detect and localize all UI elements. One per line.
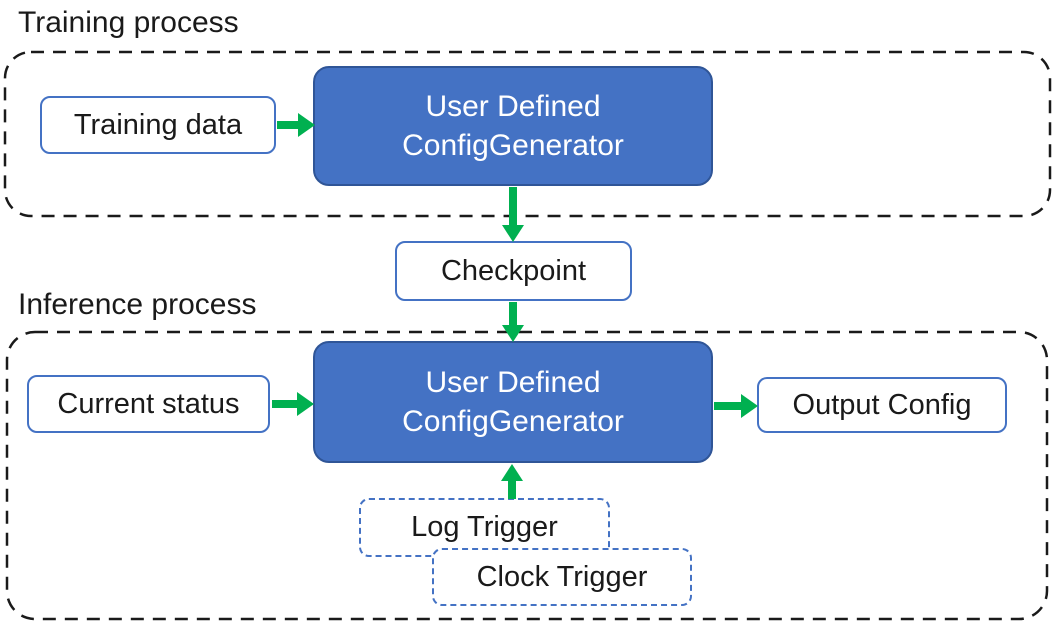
current-status-box: Current status [27, 375, 270, 433]
arrow-generator-to-output-icon [714, 394, 758, 418]
log-trigger-label: Log Trigger [411, 511, 558, 543]
training-data-box: Training data [40, 96, 276, 154]
current-status-label: Current status [57, 387, 240, 420]
arrow-triggers-to-generator-icon [501, 464, 523, 499]
training-process-label: Training process [18, 6, 239, 39]
clock-trigger-label: Clock Trigger [476, 560, 648, 593]
training-configgenerator-line1: User Defined [425, 90, 601, 123]
arrow-checkpoint-to-generator-icon [502, 302, 524, 342]
inference-configgenerator-box: User Defined ConfigGenerator [313, 341, 713, 463]
clock-trigger-box: Clock Trigger [432, 548, 692, 606]
output-config-label: Output Config [792, 388, 972, 421]
training-data-label: Training data [73, 108, 243, 141]
inference-process-container [5, 330, 1049, 621]
inference-configgenerator-line2: ConfigGenerator [402, 405, 624, 438]
inference-configgenerator-line1: User Defined [425, 366, 601, 399]
arrow-generator-to-checkpoint-icon [502, 187, 524, 242]
training-configgenerator-line2: ConfigGenerator [402, 129, 624, 162]
training-configgenerator-box: User Defined ConfigGenerator [313, 66, 713, 186]
output-config-box: Output Config [757, 377, 1007, 433]
training-process-container [3, 50, 1052, 218]
checkpoint-box: Checkpoint [395, 241, 632, 301]
arrow-training-data-to-generator-icon [277, 113, 315, 137]
arrow-current-status-to-generator-icon [272, 392, 314, 416]
inference-process-label: Inference process [18, 288, 257, 321]
checkpoint-label: Checkpoint [440, 254, 587, 287]
